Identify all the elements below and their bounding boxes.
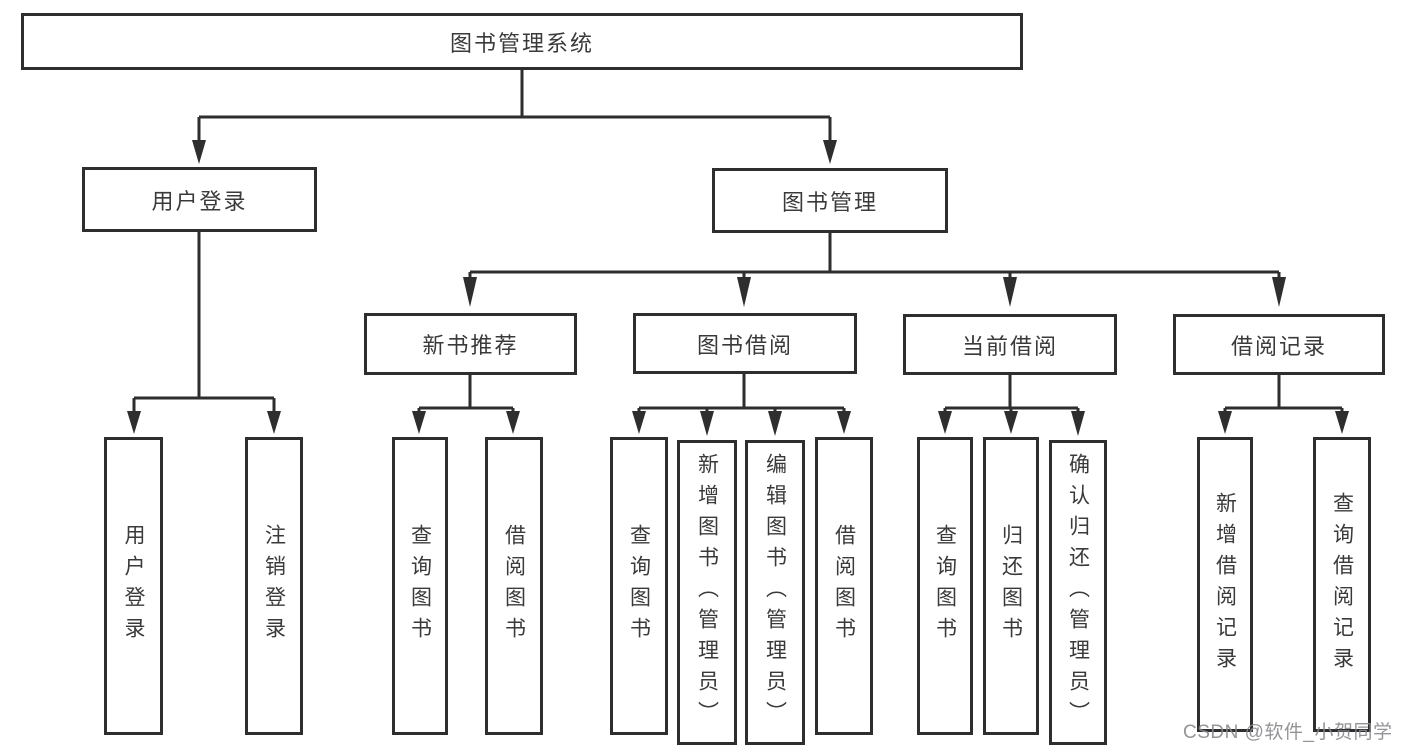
user-login-label: 用户登录 bbox=[151, 188, 248, 214]
leaf-logout: 注销登录 bbox=[245, 437, 303, 735]
leaf-query-books-1: 查询图书 bbox=[392, 437, 448, 735]
leaf-user-login: 用户登录 bbox=[104, 437, 163, 735]
leaf-confirm-return-admin: 确认归还（管理员） bbox=[1049, 440, 1107, 745]
watermark: CSDN @软件_小贺同学 bbox=[1183, 722, 1393, 743]
leaf-add-borrow-record: 新增借阅记录 bbox=[1197, 437, 1253, 732]
root-label: 图书管理系统 bbox=[449, 30, 594, 56]
leaf-query-books-3: 查询图书 bbox=[917, 437, 973, 735]
current-borrowing-label: 当前借阅 bbox=[961, 333, 1058, 359]
leaf-query-books-2: 查询图书 bbox=[610, 437, 668, 735]
node-book-management: 图书管理 bbox=[712, 168, 948, 233]
book-borrowing-label: 图书借阅 bbox=[696, 332, 793, 358]
leaf-return-books: 归还图书 bbox=[983, 437, 1039, 735]
node-user-login: 用户登录 bbox=[82, 167, 317, 232]
new-book-recommend-label: 新书推荐 bbox=[422, 333, 519, 358]
arrowheads bbox=[127, 140, 1349, 436]
node-library-management-system: 图书管理系统 bbox=[21, 13, 1023, 70]
book-management-label: 图书管理 bbox=[781, 189, 878, 215]
node-borrow-records: 借阅记录 bbox=[1173, 314, 1385, 375]
node-new-book-recommend: 新书推荐 bbox=[364, 313, 577, 375]
node-current-borrowing: 当前借阅 bbox=[903, 314, 1117, 375]
leaf-query-borrow-record: 查询借阅记录 bbox=[1313, 437, 1371, 732]
leaf-borrow-books-2: 借阅图书 bbox=[815, 437, 873, 735]
node-book-borrowing: 图书借阅 bbox=[633, 313, 857, 374]
borrow-records-label: 借阅记录 bbox=[1230, 333, 1327, 359]
leaf-borrow-books-1: 借阅图书 bbox=[485, 437, 543, 735]
leaf-edit-book-admin: 编辑图书（管理员） bbox=[745, 440, 805, 745]
leaf-add-book-admin: 新增图书（管理员） bbox=[677, 440, 737, 745]
